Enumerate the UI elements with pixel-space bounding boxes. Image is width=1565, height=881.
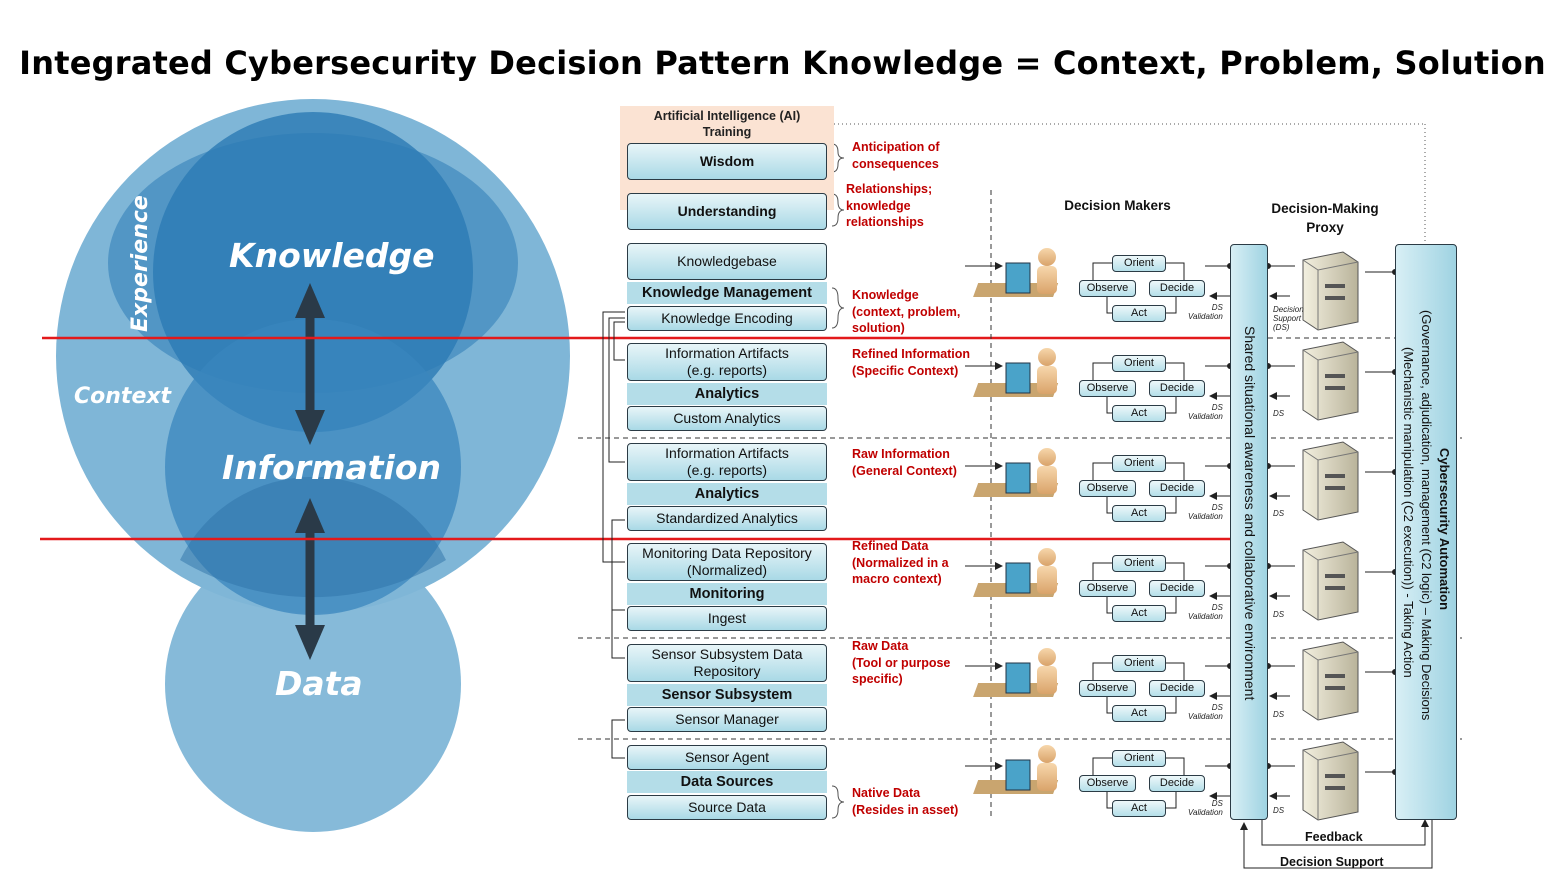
orient-box: Orient <box>1112 455 1166 472</box>
ds-validation-label: DS Validation <box>1188 303 1223 321</box>
feedback-connectors <box>602 311 625 759</box>
standardized-analytics-box: Standardized Analytics <box>627 506 827 531</box>
orient-box: Orient <box>1112 750 1166 767</box>
decision-support-ds-label: Decision Support (DS) <box>1273 305 1304 332</box>
ds-label: DS <box>1273 806 1285 815</box>
ds-label: DS <box>1273 409 1285 418</box>
decide-box: Decide <box>1149 680 1205 697</box>
act-box: Act <box>1112 605 1166 622</box>
orient-box: Orient <box>1112 255 1166 272</box>
decision-makers-header: Decision Makers <box>1064 198 1171 213</box>
decide-box: Decide <box>1149 775 1205 792</box>
monitoring-repo-box: Monitoring Data Repository (Normalized) <box>627 543 827 581</box>
annotation-refined-data: Refined Data (Normalized in a macro cont… <box>852 539 949 586</box>
sensor-repo-box: Sensor Subsystem Data Repository <box>627 644 827 682</box>
orient-box: Orient <box>1112 355 1166 372</box>
sensor-manager-box: Sensor Manager <box>627 707 827 732</box>
data-circle <box>165 536 461 832</box>
act-box: Act <box>1112 405 1166 422</box>
knowledge-management-label: Knowledge Management <box>627 282 827 304</box>
act-box: Act <box>1112 705 1166 722</box>
information-label: Information <box>222 448 441 487</box>
data-label: Data <box>275 664 363 703</box>
automation-line2: (Governance, adjudication, management (C… <box>1419 310 1434 721</box>
observe-box: Observe <box>1079 380 1136 397</box>
observe-box: Observe <box>1079 480 1136 497</box>
ds-label: DS <box>1273 710 1285 719</box>
sensor-agent-box: Sensor Agent <box>627 745 827 770</box>
annotation-refined-info: Refined Information (Specific Context) <box>852 347 971 378</box>
ds-label: DS <box>1273 509 1285 518</box>
act-box: Act <box>1112 800 1166 817</box>
data-sources-label: Data Sources <box>627 771 827 793</box>
ds-validation-label: DS Validation <box>1188 603 1223 621</box>
feedback-label: Feedback <box>1305 830 1363 844</box>
observe-box: Observe <box>1079 775 1136 792</box>
bottom-loops <box>1240 819 1433 869</box>
decision-maker-figures <box>973 248 1059 794</box>
ai-training-title: Artificial Intelligence (AI) Training <box>653 109 801 139</box>
row-separators <box>578 190 1462 820</box>
annotation-raw-data: Raw Data (Tool or purpose specific) <box>852 639 951 686</box>
automation-bar <box>1395 244 1457 820</box>
custom-analytics-box: Custom Analytics <box>627 406 827 431</box>
page-title: Integrated Cybersecurity Decision Patter… <box>19 44 1546 82</box>
proxy-servers <box>1302 251 1359 821</box>
dikw-circles <box>56 99 570 832</box>
ingest-box: Ingest <box>627 606 827 631</box>
orient-box: Orient <box>1112 555 1166 572</box>
observe-box: Observe <box>1079 680 1136 697</box>
wisdom-box: Wisdom <box>627 143 827 180</box>
context-label: Context <box>74 384 172 409</box>
annotation-knowledge: Knowledge (context, problem, solution) <box>852 288 961 335</box>
observe-box: Observe <box>1079 280 1136 297</box>
ds-arrows <box>1209 292 1290 800</box>
knowledge-encoding-box: Knowledge Encoding <box>627 306 827 331</box>
ds-validation-label: DS Validation <box>1188 503 1223 521</box>
info-artifacts-2-box: Information Artifacts (e.g. reports) <box>627 443 827 481</box>
decide-box: Decide <box>1149 280 1205 297</box>
ds-validation-label: DS Validation <box>1188 703 1223 721</box>
input-arrows <box>965 262 1003 770</box>
orient-box: Orient <box>1112 655 1166 672</box>
ds-validation-label: DS Validation <box>1188 799 1223 817</box>
sensor-subsystem-label: Sensor Subsystem <box>627 684 827 706</box>
analytics-2-label: Analytics <box>627 483 827 505</box>
monitoring-label: Monitoring <box>627 583 827 605</box>
ooda-connectors <box>1092 262 1185 809</box>
knowledgebase-box: Knowledgebase <box>627 243 827 280</box>
understanding-box: Understanding <box>627 193 827 230</box>
source-data-box: Source Data <box>627 795 827 820</box>
proxy-header: Decision-Making Proxy <box>1271 201 1379 235</box>
act-box: Act <box>1112 505 1166 522</box>
observe-box: Observe <box>1079 580 1136 597</box>
decision-support-label: Decision Support <box>1280 855 1384 869</box>
shared-awareness-bar <box>1230 244 1268 820</box>
ds-validation-label: DS Validation <box>1188 403 1223 421</box>
annotation-anticipation: Anticipation of consequences <box>852 140 940 171</box>
automation-line3: (Mechanistic manipulation (C2 execution)… <box>1401 347 1416 678</box>
shared-awareness-text: Shared situational awareness and collabo… <box>1242 326 1258 701</box>
info-artifacts-1-box: Information Artifacts (e.g. reports) <box>627 343 827 381</box>
act-box: Act <box>1112 305 1166 322</box>
decide-box: Decide <box>1149 380 1205 397</box>
analytics-1-label: Analytics <box>627 383 827 405</box>
experience-label: Experience <box>128 195 153 332</box>
annotation-native-data: Native Data (Resides in asset) <box>852 786 959 817</box>
knowledge-label: Knowledge <box>229 236 435 275</box>
ds-label: DS <box>1273 610 1285 619</box>
automation-title: Cybersecurity Automation <box>1437 448 1452 611</box>
annotation-relationships: Relationships; knowledge relationships <box>846 182 933 229</box>
decide-box: Decide <box>1149 480 1205 497</box>
decide-box: Decide <box>1149 580 1205 597</box>
annotation-raw-info: Raw Information (General Context) <box>852 447 957 478</box>
annotation-braces <box>831 143 845 819</box>
